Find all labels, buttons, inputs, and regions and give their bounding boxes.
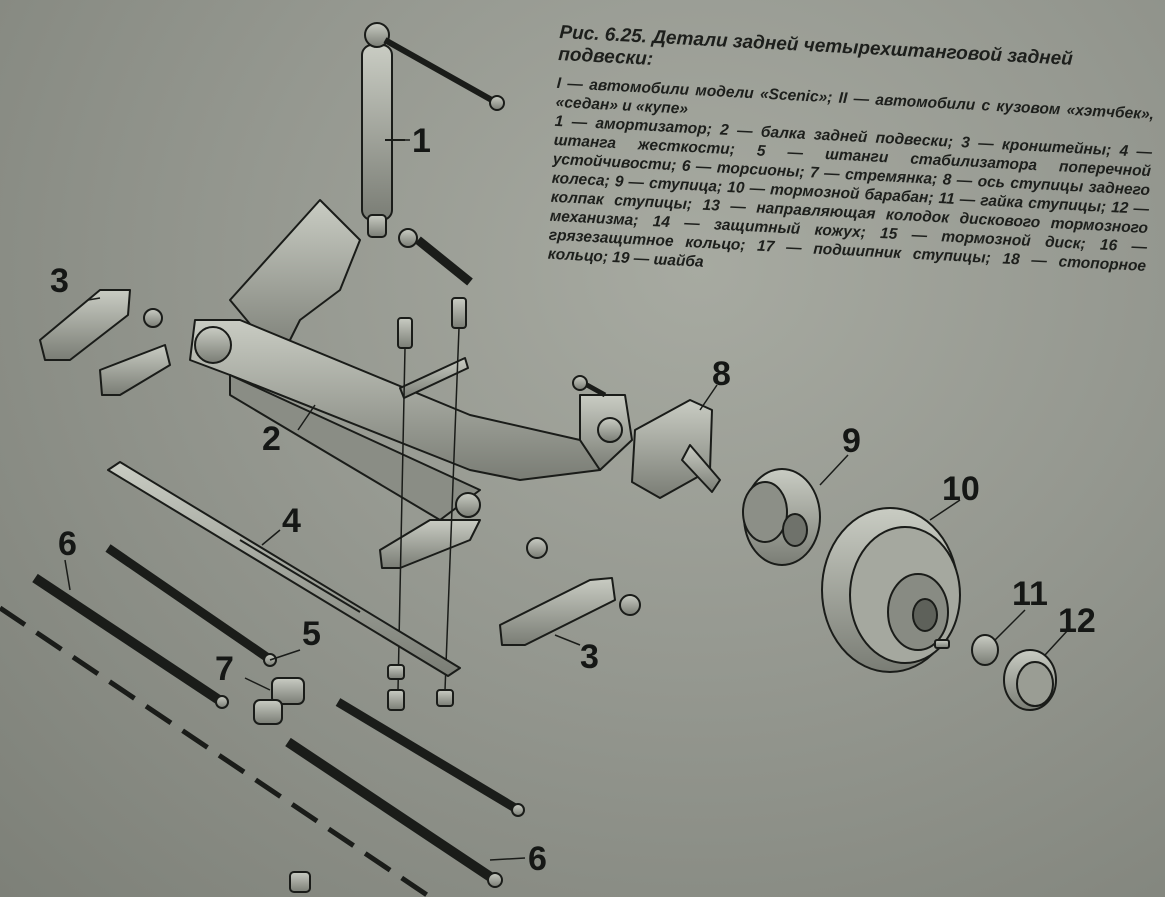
leader-lines — [64, 139, 1069, 861]
callout-1: 1 — [412, 122, 431, 160]
hub-axle — [572, 375, 721, 499]
hub-cap — [1003, 649, 1057, 711]
brake-drum — [821, 507, 961, 673]
bracket-right — [499, 537, 641, 646]
shock-absorber — [361, 22, 505, 286]
stiffener-bar — [107, 461, 461, 677]
callout-7: 7 — [215, 650, 234, 688]
hub-nut — [971, 634, 999, 666]
torsion-bars — [32, 573, 503, 893]
callout-11: 11 — [1012, 575, 1048, 613]
hub — [742, 468, 821, 566]
callout-10: 10 — [942, 470, 980, 508]
rear-beam — [189, 199, 633, 521]
callout-6-right: 6 — [528, 840, 547, 878]
callout-6-left: 6 — [58, 525, 77, 563]
bracket-left — [39, 289, 171, 396]
callout-8: 8 — [712, 355, 731, 393]
callout-4: 4 — [282, 502, 301, 540]
clamp — [253, 677, 305, 725]
center-bracket — [379, 297, 481, 711]
callout-3-right: 3 — [580, 638, 599, 676]
callout-3-left: 3 — [50, 262, 69, 300]
callout-12: 12 — [1058, 602, 1096, 640]
callout-2: 2 — [262, 420, 281, 458]
callout-9: 9 — [842, 422, 861, 460]
callout-5: 5 — [302, 615, 321, 653]
